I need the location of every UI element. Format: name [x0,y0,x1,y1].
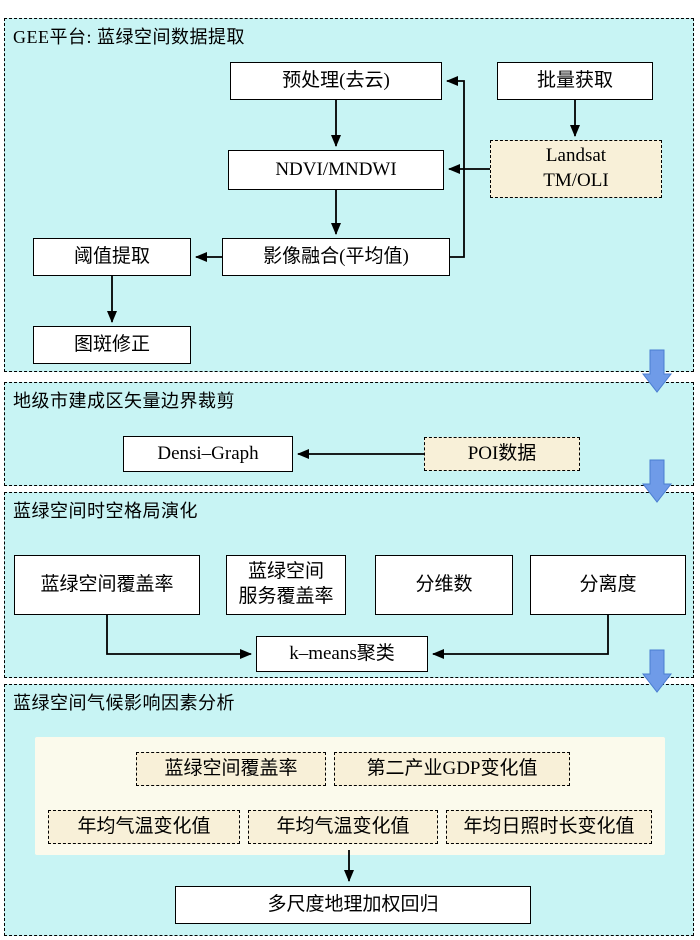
section-boundary-clip: 地级市建成区矢量边界裁剪 [4,382,694,486]
node-factor-gdp: 第二产业GDP变化值 [334,752,570,786]
node-kmeans-cluster: k–means聚类 [256,636,428,672]
node-densi-graph: Densi–Graph [123,436,293,472]
section-climate-title: 蓝绿空间气候影响因素分析 [13,693,235,713]
node-landsat-line1: Landsat [545,145,607,167]
node-separation-degree: 分离度 [530,555,686,615]
section-pattern-title: 蓝绿空间时空格局演化 [13,501,198,521]
node-factor-temp-2: 年均气温变化值 [248,810,438,844]
section-boundary-title: 地级市建成区矢量边界裁剪 [13,391,235,411]
node-factor-temp-1: 年均气温变化值 [48,810,240,844]
node-service-coverage-line2: 服务覆盖率 [238,586,334,607]
node-fractal-dimension: 分维数 [375,555,513,615]
node-gwr-regression: 多尺度地理加权回归 [175,886,531,924]
node-service-coverage: 蓝绿空间 服务覆盖率 [226,555,346,615]
section-gee-title: GEE平台: 蓝绿空间数据提取 [13,27,245,47]
node-landsat-line2: TM/OLI [543,170,609,191]
node-patch-correction: 图斑修正 [33,326,191,364]
node-landsat: Landsat TM/OLI [490,140,662,198]
node-threshold-extract: 阈值提取 [33,238,191,276]
node-bg-coverage: 蓝绿空间覆盖率 [14,555,200,615]
node-poi-data: POI数据 [424,437,580,471]
node-image-fusion: 影像融合(平均值) [222,238,450,276]
node-batch-acquire: 批量获取 [497,62,653,100]
node-service-coverage-line1: 蓝绿空间 [247,561,324,583]
node-factor-coverage: 蓝绿空间覆盖率 [136,752,326,786]
node-preprocess: 预处理(去云) [230,62,442,100]
node-ndvi-mndwi: NDVI/MNDWI [228,150,444,190]
node-factor-sunshine: 年均日照时长变化值 [446,810,652,844]
